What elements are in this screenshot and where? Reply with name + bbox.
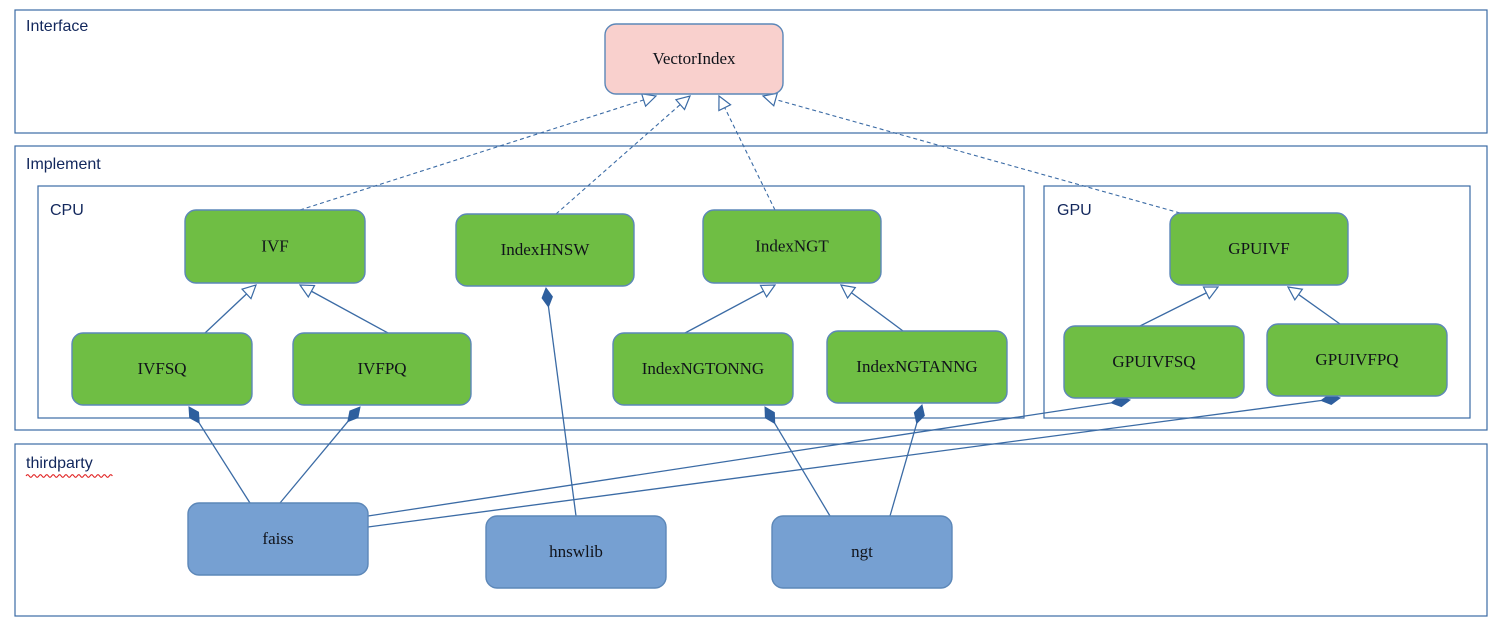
edge-line-e9	[1139, 291, 1208, 327]
edge-faiss-to-ivfsq	[188, 406, 251, 504]
inheritance-arrowhead-icon	[1202, 286, 1220, 300]
node-label-ivfsq: IVFSQ	[137, 359, 186, 378]
node-ivfpq[interactable]: IVFPQ	[292, 332, 472, 406]
edge-line-e10	[1297, 293, 1341, 325]
node-box-hnswlib[interactable]	[485, 515, 667, 589]
node-label-indexngtanng: IndexNGTANNG	[856, 357, 977, 376]
node-hnswlib[interactable]: hnswlib	[485, 515, 667, 589]
inheritance-arrowhead-icon	[1286, 286, 1304, 301]
node-gpuivf[interactable]: GPUIVF	[1169, 212, 1349, 286]
node-indexngtonng[interactable]: IndexNGTONNG	[612, 332, 794, 406]
container-label-interface: Interface	[26, 18, 88, 35]
container-label-cpu: CPU	[50, 202, 84, 219]
container-label-implement: Implement	[26, 156, 101, 173]
realization-arrowhead-icon	[640, 93, 658, 108]
edge-line-e3	[723, 106, 776, 211]
node-gpuivfpq[interactable]: GPUIVFPQ	[1266, 323, 1448, 397]
node-indexngtanng[interactable]: IndexNGTANNG	[826, 330, 1008, 404]
node-label-gpuivfsq: GPUIVFSQ	[1112, 352, 1195, 371]
inheritance-arrowhead-icon	[839, 284, 857, 300]
node-label-ivfpq: IVFPQ	[357, 359, 406, 378]
node-box-indexngtonng[interactable]	[612, 332, 794, 406]
node-box-indexngtanng[interactable]	[826, 330, 1008, 404]
edge-line-e11	[198, 422, 251, 504]
node-label-faiss: faiss	[262, 529, 293, 548]
edge-gpuivfpq-to-gpuivf	[1286, 286, 1341, 325]
node-label-gpuivf: GPUIVF	[1228, 239, 1289, 258]
node-box-gpuivfpq[interactable]	[1266, 323, 1448, 397]
node-gpuivfsq[interactable]: GPUIVFSQ	[1063, 325, 1245, 399]
node-box-gpuivfsq[interactable]	[1063, 325, 1245, 399]
node-box-gpuivf[interactable]	[1169, 212, 1349, 286]
edge-line-e5	[204, 292, 248, 334]
inheritance-arrowhead-icon	[240, 284, 257, 300]
node-label-vectorindex: VectorIndex	[652, 49, 736, 68]
node-box-indexhnsw[interactable]	[455, 213, 635, 287]
composition-diamond-icon	[188, 406, 200, 424]
edge-line-e1	[299, 99, 645, 211]
node-indexngt[interactable]: IndexNGT	[702, 209, 882, 284]
container-label-thirdparty: thirdparty	[26, 455, 93, 472]
node-indexhnsw[interactable]: IndexHNSW	[455, 213, 635, 287]
edge-hnswlib-to-indexhnsw	[541, 286, 577, 517]
node-label-ivf: IVF	[261, 236, 288, 255]
edge-line-e15	[889, 423, 918, 517]
realization-arrowhead-icon	[718, 94, 732, 112]
node-faiss[interactable]: faiss	[187, 502, 369, 576]
edge-group	[188, 92, 1342, 528]
edge-line-e13	[547, 306, 577, 517]
node-box-faiss[interactable]	[187, 502, 369, 576]
edge-line-e7	[684, 290, 765, 334]
edge-gpuivf-to-vectorindex	[761, 92, 1181, 214]
edge-ivfpq-to-ivf	[298, 284, 389, 334]
edge-line-e16	[367, 402, 1112, 517]
edge-indexhnsw-to-vectorindex	[555, 95, 692, 215]
node-ivfsq[interactable]: IVFSQ	[71, 332, 253, 406]
node-label-hnswlib: hnswlib	[549, 542, 603, 561]
node-vectorindex[interactable]: VectorIndex	[604, 23, 784, 95]
spellcheck-underline-thirdparty	[25, 474, 113, 478]
edge-line-e17	[367, 399, 1322, 528]
inheritance-arrowhead-icon	[759, 284, 777, 298]
node-label-indexngtonng: IndexNGTONNG	[642, 359, 764, 378]
edge-indexngt-to-vectorindex	[718, 94, 776, 211]
node-ivf[interactable]: IVF	[184, 209, 366, 284]
container-label-gpu: GPU	[1057, 202, 1092, 219]
edge-line-e8	[850, 291, 904, 332]
edge-indexngtanng-to-indexngt	[839, 284, 904, 332]
node-box-ivfsq[interactable]	[71, 332, 253, 406]
node-label-indexhnsw: IndexHNSW	[501, 240, 591, 259]
edge-gpuivfsq-to-gpuivf	[1139, 286, 1220, 327]
composition-diamond-icon	[347, 406, 361, 423]
inheritance-arrowhead-icon	[298, 284, 316, 299]
node-box-ivf[interactable]	[184, 209, 366, 284]
node-label-indexngt: IndexNGT	[755, 236, 829, 255]
edge-line-e6	[310, 290, 389, 334]
edge-indexngtonng-to-indexngt	[684, 284, 777, 334]
edge-ivf-to-vectorindex	[299, 93, 658, 211]
node-box-ngt[interactable]	[771, 515, 953, 589]
node-box-ivfpq[interactable]	[292, 332, 472, 406]
edge-line-e12	[279, 421, 349, 504]
node-label-ngt: ngt	[851, 542, 873, 561]
composition-diamond-icon	[541, 286, 553, 308]
realization-arrowhead-icon	[674, 95, 692, 111]
composition-diamond-icon	[764, 406, 776, 425]
node-label-gpuivfpq: GPUIVFPQ	[1315, 350, 1398, 369]
edge-ivfsq-to-ivf	[204, 284, 257, 334]
edge-ngt-to-indexngtanng	[889, 403, 925, 517]
edge-faiss-to-ivfpq	[279, 406, 361, 504]
node-ngt[interactable]: ngt	[771, 515, 953, 589]
composition-diamond-icon	[913, 403, 925, 425]
node-box-vectorindex[interactable]	[604, 23, 784, 95]
node-box-indexngt[interactable]	[702, 209, 882, 284]
edge-line-e4	[774, 98, 1181, 214]
